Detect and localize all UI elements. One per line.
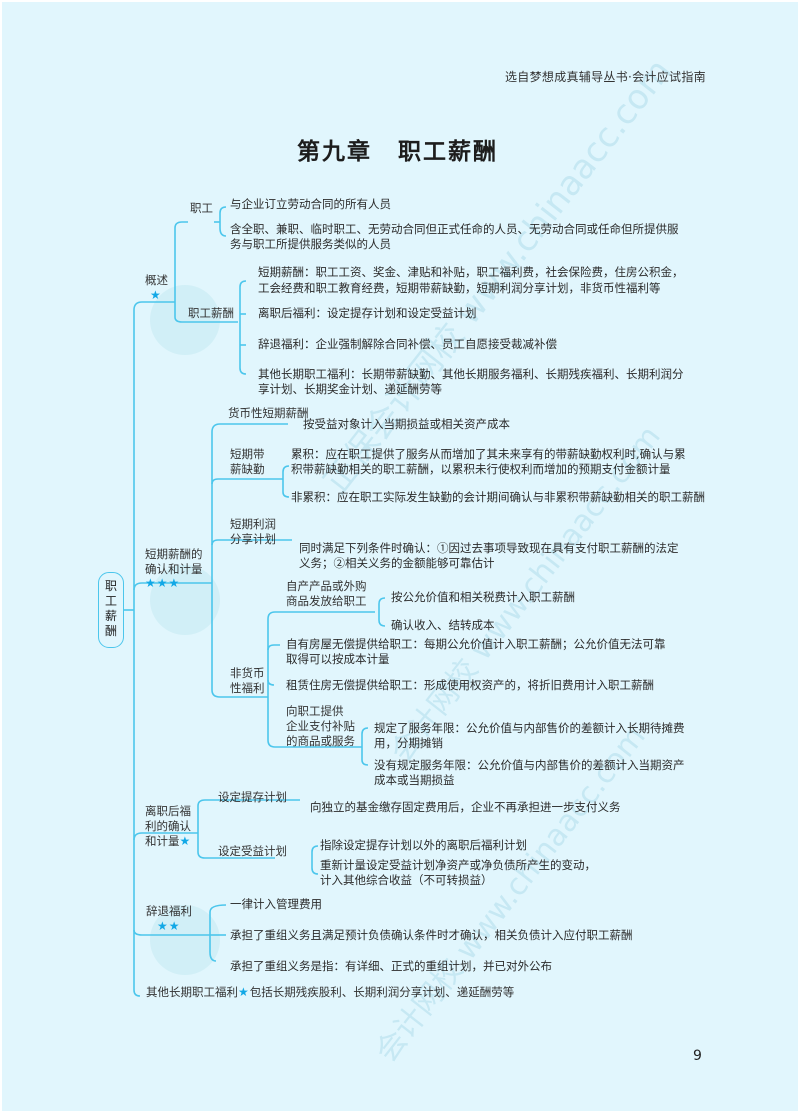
root-char: 酬 — [104, 624, 117, 638]
comp-post-employment: 离职后福利：设定提存计划和设定受益计划 — [258, 306, 477, 320]
overview-label-text: 概述 — [145, 273, 168, 287]
dc-plan-item: 向独立的基金缴存固定费用后，企业不再承担进一步支付义务 — [310, 800, 621, 814]
monetary-item: 按受益对象计入当期损益或相关资产成本 — [303, 417, 510, 431]
accumulating-1: 累积：应在职工提供了服务从而增加了其未来享有的带薪缺勤权利时,确认与累 — [291, 447, 686, 461]
non-accumulating: 非累积：应在职工实际发生缺勤的会计期间确认与非累积带薪缺勤相关的职工薪酬 — [291, 490, 705, 504]
termination-item-1: 一律计入管理费用 — [230, 897, 322, 911]
short-term-label-2: 确认和计量 — [145, 562, 203, 576]
root-char: 工 — [104, 594, 117, 608]
termination-item-3: 承担了重组义务是指：有详细、正式的重组计划，并已对外公布 — [230, 959, 552, 973]
employee-def-1: 与企业订立劳动合同的所有人员 — [230, 197, 391, 211]
other-long-term-item: 包括长期残疾股利、长期利润分享计划、递延酬劳等 — [249, 985, 515, 999]
page-number: 9 — [693, 1048, 702, 1064]
non-monetary-label-1: 非货币 — [230, 666, 265, 680]
non-monetary-label-2: 性福利 — [230, 681, 265, 695]
db-plan-item: 指除设定提存计划以外的离职后福利计划 — [320, 838, 527, 852]
employee-def-2b: 务与职工所提供服务类似的人员 — [230, 237, 391, 251]
other-long-term: 其他长期职工福利★包括长期残疾股利、长期利润分享计划、递延酬劳等 — [146, 984, 514, 1001]
overview-label: 概述 — [145, 272, 168, 289]
star-rating: ★ — [150, 288, 162, 302]
db-remeasure-1: 重新计量设定受益计划净资产或净负债所产生的变动， — [320, 858, 596, 872]
paid-absence-label-1: 短期带 — [230, 447, 265, 461]
root-char: 职 — [104, 579, 117, 593]
products-item-2: 确认收入、结转成本 — [391, 618, 495, 632]
own-housing-1: 自有房屋无偿提供给职工：每期公允价值计入职工薪酬；公允价值无法可靠 — [286, 637, 666, 651]
products-label-1: 自产产品或外购 — [286, 579, 367, 593]
post-employment-label-3: 和计量★ — [145, 833, 191, 850]
comp-short-term-1: 短期薪酬：职工工资、奖金、津贴和补贴，职工福利费，社会保险费，住房公积金， — [258, 265, 684, 279]
leased-housing: 租赁住房无偿提供给职工：形成使用权资产的，将折旧费用计入职工薪酬 — [286, 678, 654, 692]
post-employment-label-3-text: 和计量 — [145, 834, 180, 848]
short-term-label-1: 短期薪酬的 — [145, 547, 203, 561]
employee-label: 职工 — [190, 201, 213, 215]
subsidized-label-3: 的商品或服务 — [286, 734, 355, 748]
employee-def-2: 含全职、兼职、临时职工、无劳动合同但正式任命的人员、无劳动合同或任命但所提供服 — [230, 222, 679, 236]
compensation-label: 职工薪酬 — [188, 306, 234, 320]
dc-plan-label: 设定提存计划 — [218, 790, 287, 804]
with-term-2: 用，分期摊销 — [374, 736, 443, 750]
termination-label: 辞退福利 — [146, 904, 192, 918]
profit-sharing-label-2: 分享计划 — [230, 532, 276, 546]
series-header: 选自梦想成真辅导丛书·会计应试指南 — [505, 70, 706, 84]
chapter-number: 第九章 — [297, 139, 372, 165]
other-long-term-label: 其他长期职工福利 — [146, 985, 238, 999]
post-employment-label-2: 利的确认 — [145, 819, 191, 833]
with-term-1: 规定了服务年限：公允价值与内部售价的差额计入长期待摊费 — [374, 721, 685, 735]
root-char: 薪 — [104, 609, 117, 623]
paid-absence-label-2: 薪缺勤 — [230, 462, 265, 476]
comp-termination: 辞退福利：企业强制解除合同补偿、员工自愿接受裁减补偿 — [258, 337, 557, 351]
star-rating: ★★★ — [145, 576, 181, 590]
termination-item-2: 承担了重组义务且满足预计负债确认条件时才确认，相关负债计入应付职工薪酬 — [230, 928, 633, 942]
comp-short-term-2: 工会经费和职工教育经费，短期带薪缺勤，短期利润分享计划，非货币性福利等 — [258, 281, 661, 295]
profit-sharing-item-2: 义务；②相关义务的金额能够可靠估计 — [299, 556, 495, 570]
chapter-title: 第九章职工薪酬 — [297, 132, 498, 166]
products-item-1: 按公允价值和相关税费计入职工薪酬 — [391, 590, 575, 604]
star-rating: ★★ — [157, 919, 181, 933]
root-node: 职 工 薪 酬 — [98, 572, 124, 648]
profit-sharing-label-1: 短期利润 — [230, 517, 276, 531]
accumulating-2: 积带薪缺勤相关的职工薪酬，以累积未行使权利而增加的预期支付金额计量 — [291, 462, 671, 476]
monetary-label: 货币性短期薪酬 — [228, 406, 309, 420]
comp-other-long-term-1: 其他长期职工福利：长期带薪缺勤、其他长期服务福利、长期残疾福利、长期利润分 — [258, 367, 684, 381]
db-plan-label: 设定受益计划 — [218, 844, 287, 858]
without-term-1: 没有规定服务年限：公允价值与内部售价的差额计入当期资产 — [374, 758, 685, 772]
star-rating: ★ — [179, 834, 192, 848]
star-rating: ★ — [238, 985, 250, 999]
profit-sharing-item-1: 同时满足下列条件时确认：①因过去事项导致现在具有支付职工薪酬的法定 — [299, 541, 679, 555]
own-housing-2: 取得可以按成本计量 — [286, 652, 390, 666]
post-employment-label-1: 离职后福 — [145, 804, 191, 818]
comp-other-long-term-2: 享计划、长期奖金计划、递延酬劳等 — [258, 382, 442, 396]
chapter-name: 职工薪酬 — [398, 139, 498, 165]
without-term-2: 成本或当期损益 — [374, 773, 455, 787]
products-label-2: 商品发放给职工 — [286, 594, 367, 608]
subsidized-label-2: 企业支付补贴 — [286, 719, 355, 733]
subsidized-label-1: 向职工提供 — [286, 704, 344, 718]
db-remeasure-2: 计入其他综合收益（不可转损益） — [320, 873, 493, 887]
